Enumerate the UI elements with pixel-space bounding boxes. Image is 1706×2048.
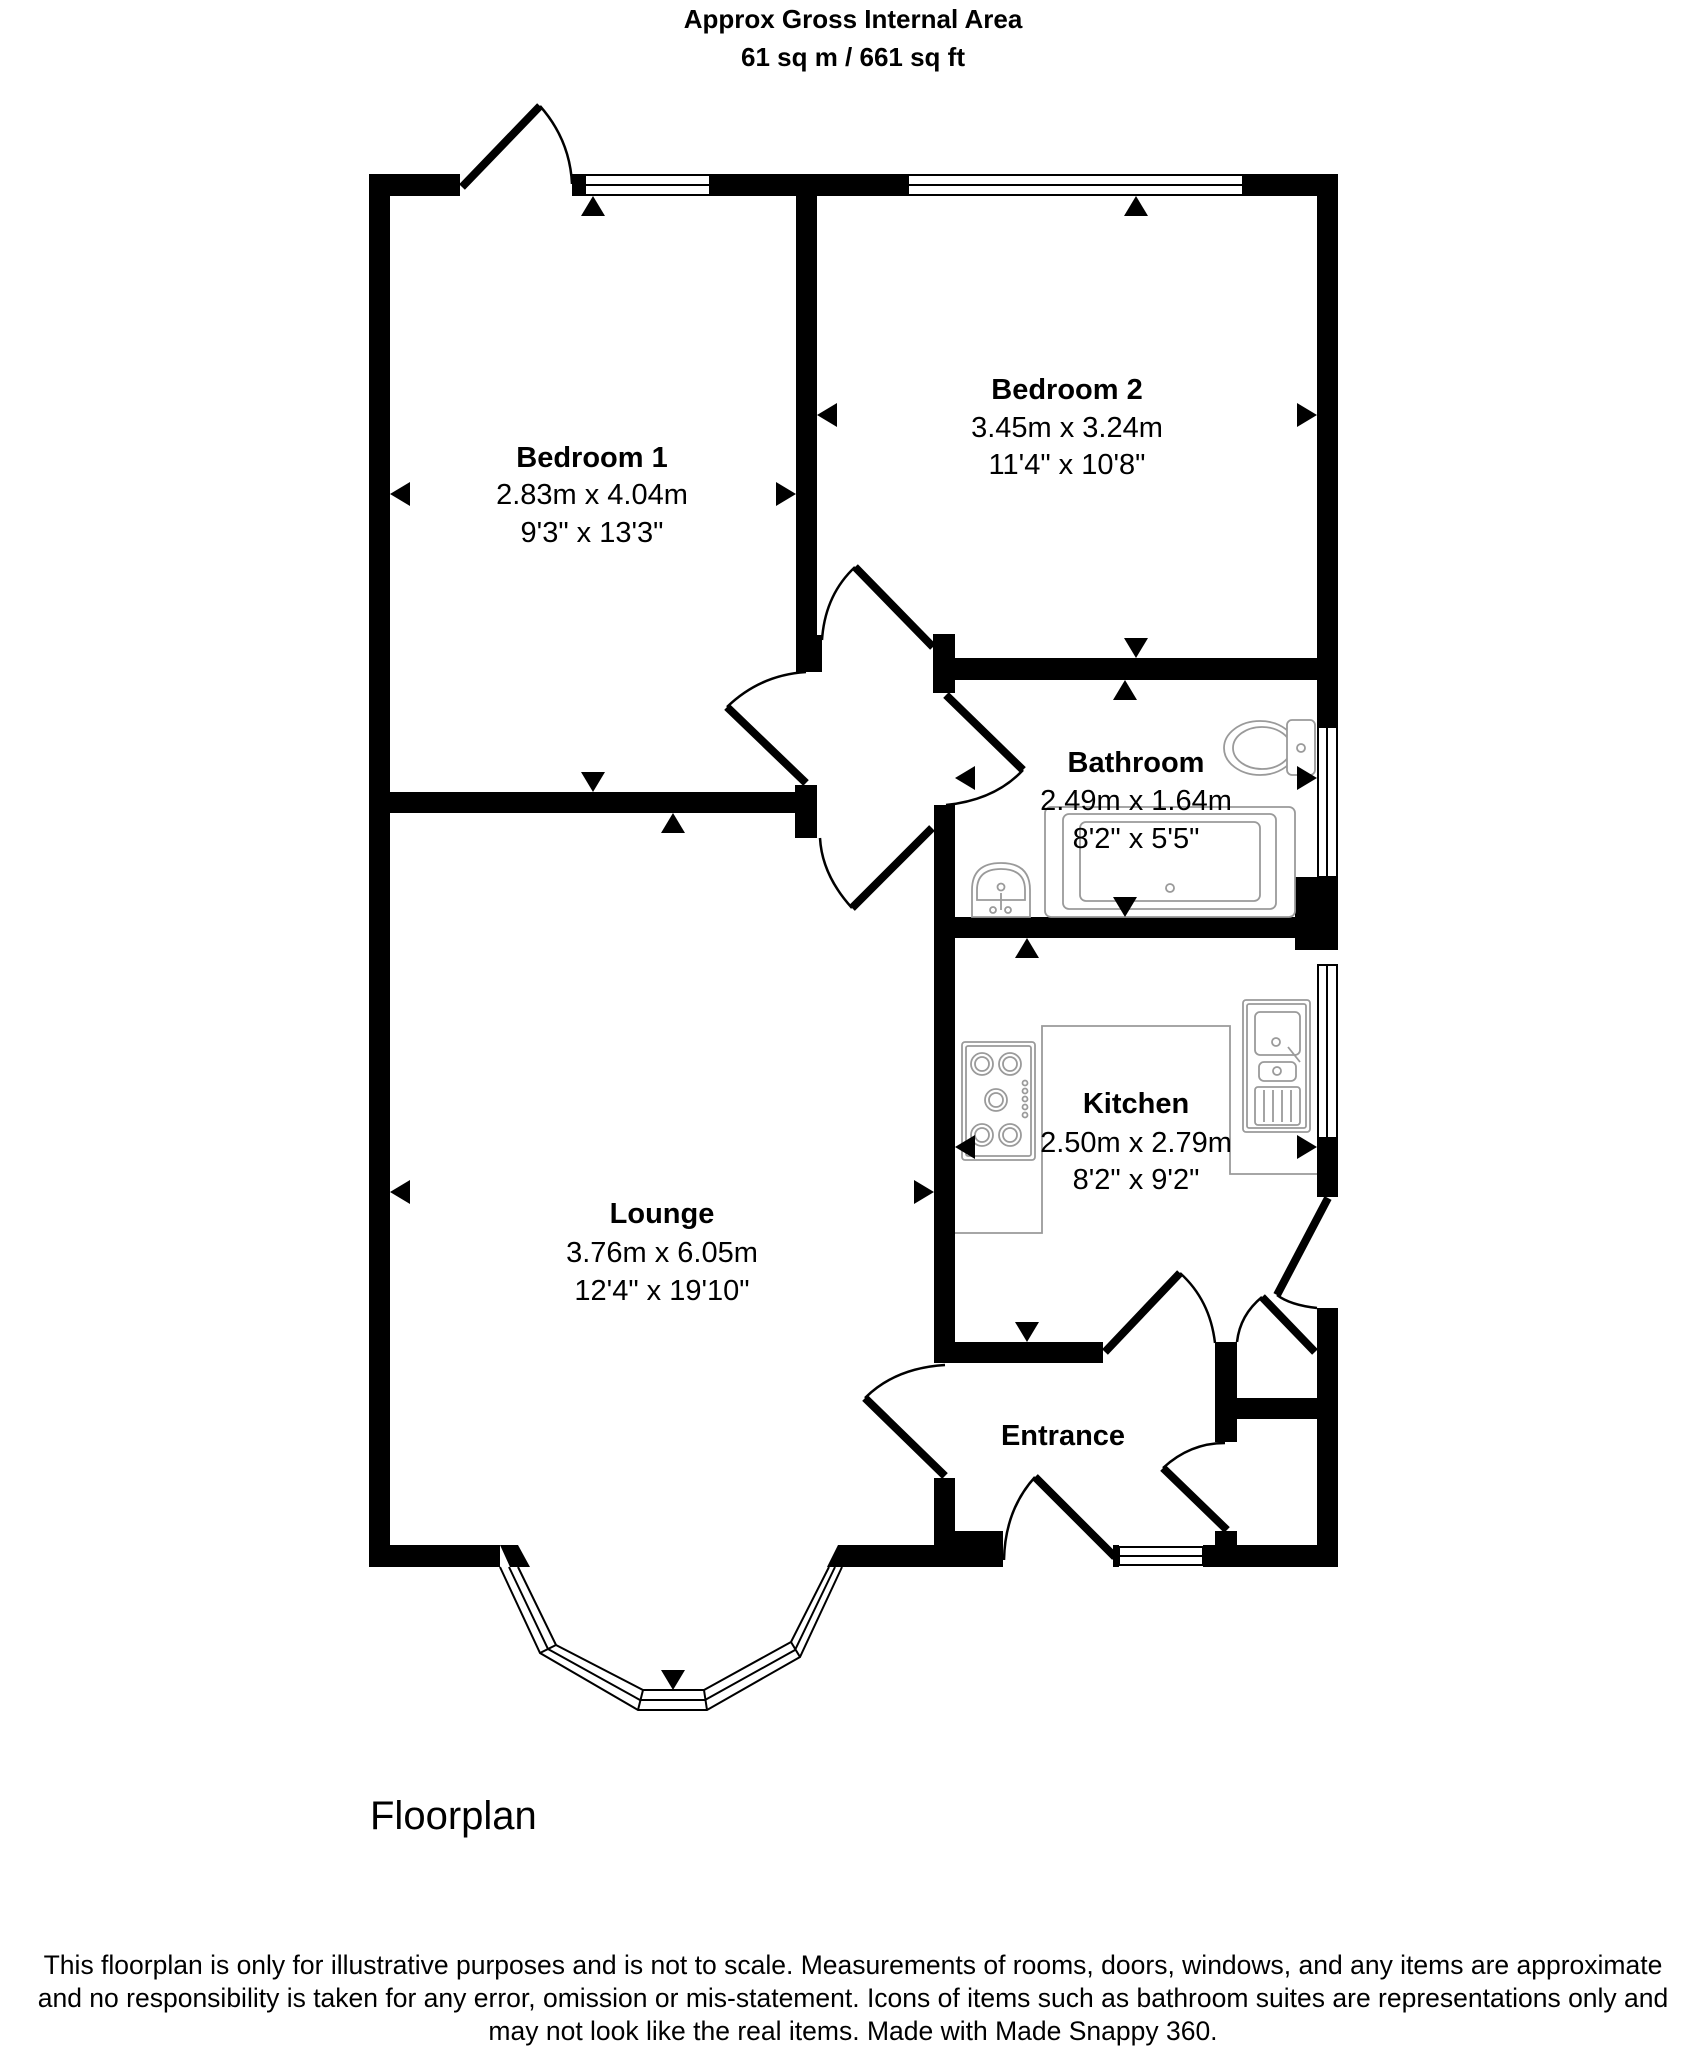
- room-bathroom: Bathroom 2.49m x 1.64m 8'2" x 5'5": [1040, 747, 1232, 855]
- marker-up-icon: [581, 196, 605, 216]
- bay-window-lounge: [499, 1545, 855, 1711]
- room-name: Bedroom 2: [991, 374, 1142, 406]
- marker-down-icon: [1124, 638, 1148, 658]
- room-name: Bedroom 1: [516, 442, 667, 474]
- kitchen-sink-icon: [1242, 999, 1311, 1133]
- floor-label: Floorplan: [370, 1794, 537, 1838]
- area-title-heading: Approx Gross Internal Area: [683, 4, 1023, 34]
- room-dimensions-metric: 2.50m x 2.79m: [1040, 1127, 1232, 1159]
- marker-left-icon: [817, 403, 837, 427]
- room-kitchen: Kitchen 2.50m x 2.79m 8'2" x 9'2": [1040, 1088, 1232, 1196]
- disclaimer-line: may not look like the real items. Made w…: [488, 2016, 1218, 2046]
- door-front: [1002, 1474, 1118, 1561]
- marker-down-icon: [1113, 897, 1137, 917]
- window-bedroom1: [584, 174, 711, 196]
- marker-up-icon: [1015, 938, 1039, 958]
- marker-left-icon: [955, 1135, 975, 1159]
- room-dimensions-metric: 3.76m x 6.05m: [566, 1237, 758, 1269]
- room-lounge: Lounge 3.76m x 6.05m 12'4" x 19'10": [566, 1198, 758, 1307]
- disclaimer-line: This floorplan is only for illustrative …: [43, 1950, 1663, 1980]
- door-lounge-entrance: [862, 1363, 948, 1479]
- room-dimensions-imperial: 12'4" x 19'10": [574, 1275, 749, 1307]
- room-dimensions-metric: 3.45m x 3.24m: [971, 412, 1163, 444]
- worktop-outline: [955, 1025, 1317, 1234]
- disclaimer: This floorplan is only for illustrative …: [0, 1949, 1706, 2048]
- marker-down-icon: [661, 1670, 685, 1690]
- marker-left-icon: [955, 766, 975, 790]
- door-back: [1273, 1196, 1332, 1310]
- room-dimensions-metric: 2.83m x 4.04m: [496, 479, 688, 511]
- marker-up-icon: [661, 813, 685, 833]
- marker-down-icon: [581, 772, 605, 792]
- marker-right-icon: [776, 482, 796, 506]
- room-dimensions-imperial: 8'2" x 5'5": [1073, 823, 1200, 855]
- room-dimensions-metric: 2.49m x 1.64m: [1040, 785, 1232, 817]
- doors: [459, 103, 1332, 1561]
- area-title: Approx Gross Internal Area 61 sq m / 661…: [0, 0, 1706, 76]
- room-name: Lounge: [610, 1198, 715, 1230]
- marker-left-icon: [390, 482, 410, 506]
- marker-right-icon: [1297, 1135, 1317, 1159]
- room-entrance: Entrance: [1001, 1420, 1125, 1452]
- door-bathroom: [943, 692, 1026, 807]
- door-lounge-hall: [818, 825, 935, 911]
- window-entrance: [1118, 1546, 1204, 1566]
- window-kitchen: [1317, 964, 1338, 1139]
- room-dimensions-imperial: 11'4" x 10'8": [989, 449, 1146, 481]
- room-bedroom2: Bedroom 2 3.45m x 3.24m 11'4" x 10'8": [971, 374, 1163, 481]
- door-kitchen: [1102, 1270, 1217, 1355]
- windows: [499, 174, 1338, 1711]
- disclaimer-line: and no responsibility is taken for any e…: [37, 1983, 1669, 2013]
- room-bedroom1: Bedroom 1 2.83m x 4.04m 9'3" x 13'3": [496, 442, 688, 549]
- room-dimensions-imperial: 9'3" x 13'3": [521, 517, 664, 549]
- marker-up-icon: [1124, 196, 1148, 216]
- bathtub-icon: [1044, 806, 1296, 918]
- marker-right-icon: [914, 1180, 934, 1204]
- marker-right-icon: [1297, 766, 1317, 790]
- door-bedroom2: [820, 564, 936, 650]
- walls: [369, 174, 1338, 1567]
- marker-down-icon: [1015, 1322, 1039, 1342]
- toilet-icon: [1223, 719, 1316, 776]
- room-name: Entrance: [1001, 1420, 1125, 1452]
- room-name: Bathroom: [1068, 747, 1205, 779]
- washbasin-icon: [971, 862, 1031, 918]
- door-cupboard-upper: [1235, 1294, 1318, 1355]
- door-cupboard-lower: [1160, 1441, 1230, 1533]
- marker-left-icon: [390, 1180, 410, 1204]
- room-name: Kitchen: [1083, 1088, 1189, 1120]
- dimension-markers: [390, 196, 1317, 1690]
- hob-icon: [961, 1041, 1036, 1161]
- door-bedroom1: [724, 670, 809, 786]
- room-dimensions-imperial: 8'2" x 9'2": [1073, 1164, 1200, 1196]
- marker-right-icon: [1297, 403, 1317, 427]
- door-bedroom1-external: [459, 103, 574, 190]
- window-bathroom: [1317, 726, 1338, 878]
- window-bedroom2: [907, 174, 1244, 196]
- area-title-value: 61 sq m / 661 sq ft: [741, 42, 965, 72]
- floorplan-diagram: Bedroom 1 2.83m x 4.04m 9'3" x 13'3" Bed…: [369, 103, 1338, 1711]
- marker-up-icon: [1113, 680, 1137, 700]
